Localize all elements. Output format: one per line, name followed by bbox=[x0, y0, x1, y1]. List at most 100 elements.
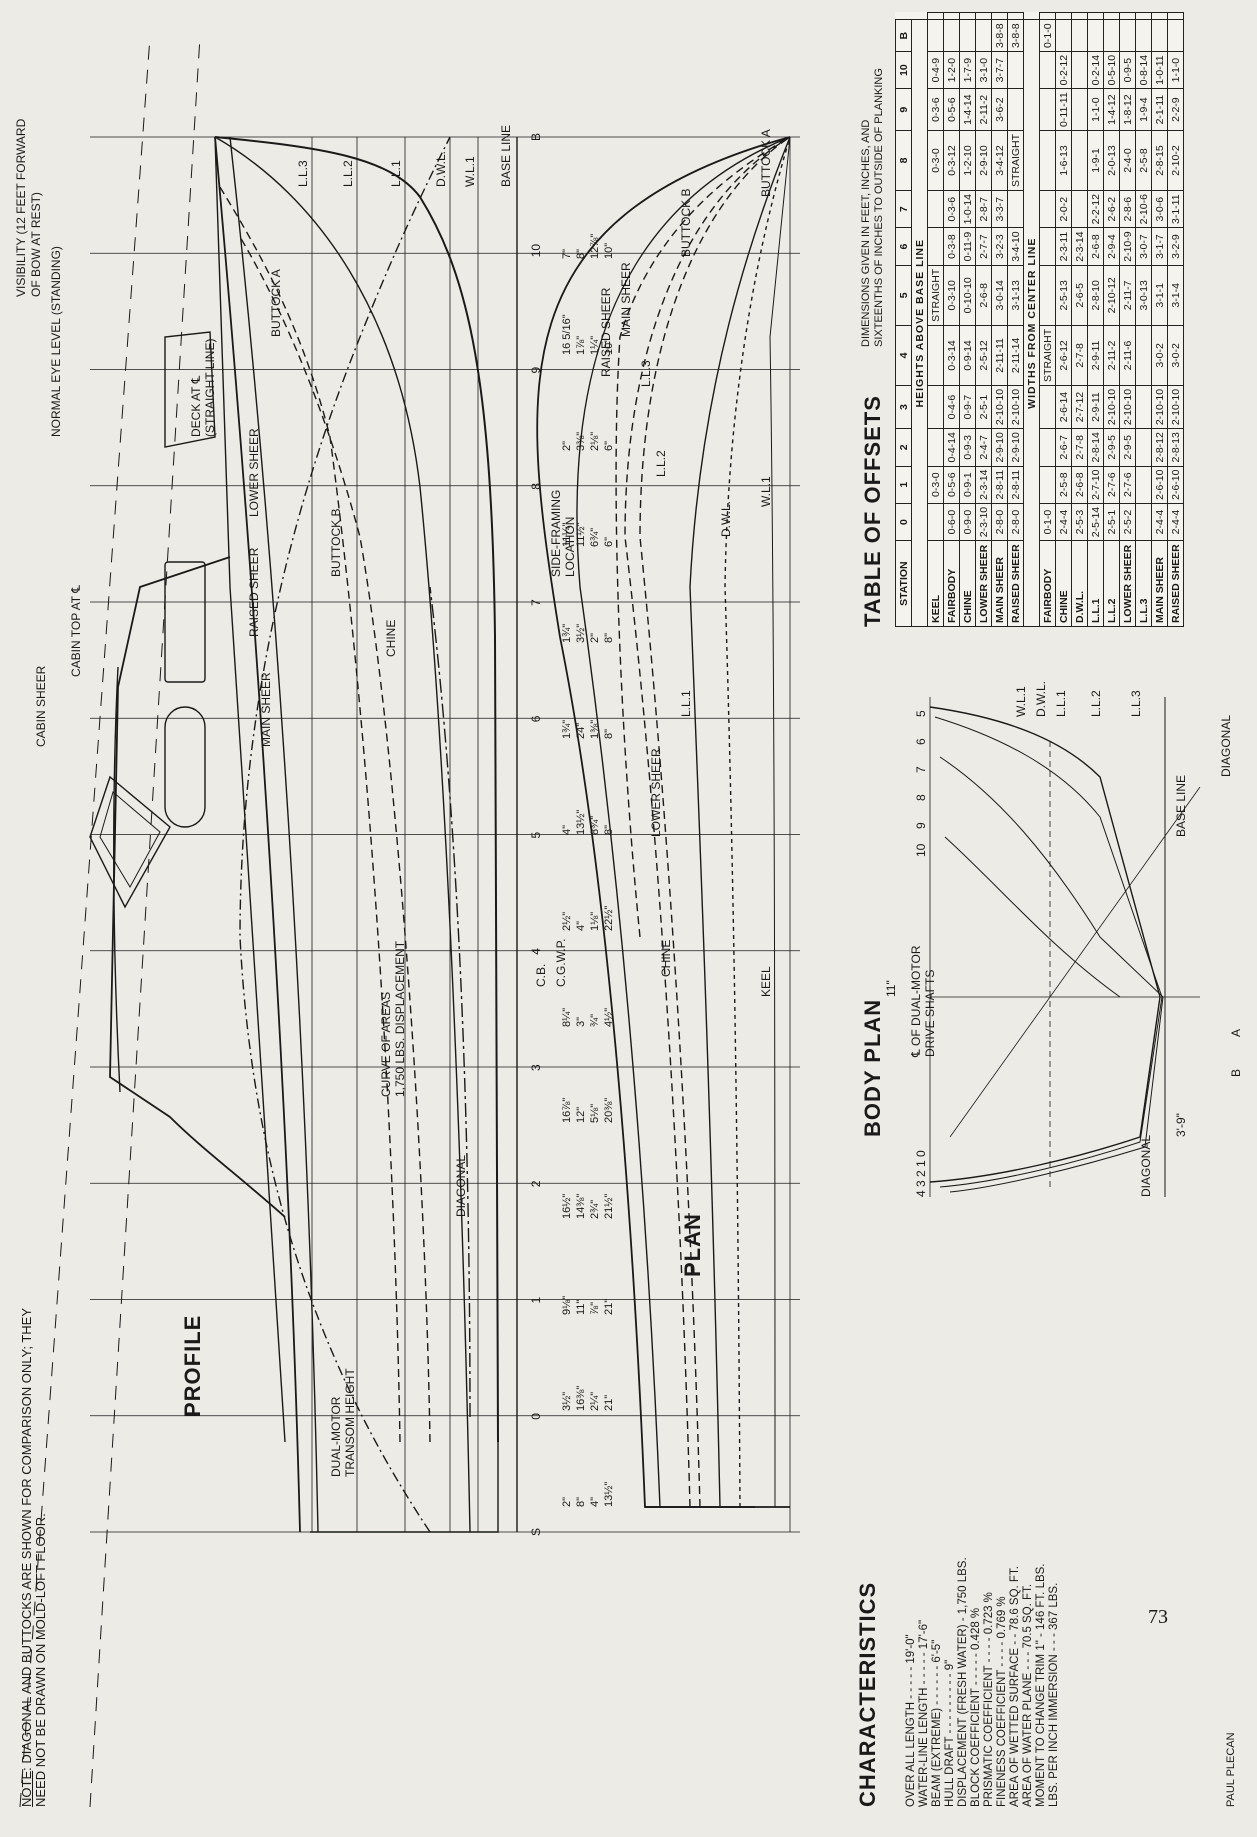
plan-ll2 bbox=[624, 136, 791, 1508]
offsets-cell: 0-9-1 bbox=[959, 466, 976, 504]
offsets-group-row: WIDTHS FROM CENTER LINE bbox=[1023, 13, 1040, 627]
offsets-cell: 0-11-9 bbox=[959, 227, 976, 266]
title-profile: PROFILE bbox=[180, 1314, 205, 1417]
offsets-cell: 2-5-8 bbox=[1135, 130, 1152, 191]
offsets-row-name: MAIN SHEER bbox=[991, 540, 1008, 627]
body-label-dwl: D.W.L. bbox=[1034, 681, 1048, 717]
offsets-cell: 2-6-5 bbox=[1071, 265, 1088, 326]
dimension-label: 11¼" bbox=[561, 522, 573, 547]
offsets-cell: 2 bbox=[895, 428, 912, 467]
plan-label-lower-sheer: LOWER SHEER bbox=[649, 748, 663, 837]
offsets-cell: 0-2-14 bbox=[1087, 51, 1104, 89]
offsets-cell: 0-2-12 bbox=[1055, 51, 1072, 89]
offsets-cell: 3-2-3 bbox=[991, 227, 1008, 266]
body-station-fwd: 8 bbox=[914, 794, 928, 801]
profile-lower-sheer bbox=[229, 136, 319, 1533]
offsets-cell: 1-4-14 bbox=[959, 88, 976, 131]
offsets-cell bbox=[959, 12, 976, 20]
offsets-cell bbox=[1135, 503, 1152, 541]
offsets-cell: 2-6-8 bbox=[1087, 227, 1104, 266]
body-plan-view bbox=[929, 697, 1201, 1197]
label-cabin-sheer: CABIN SHEER bbox=[34, 665, 48, 747]
label-side-framing-1: SIDE-FRAMING bbox=[549, 490, 563, 577]
offsets-cell: 2-4-7 bbox=[975, 428, 992, 467]
dimension-label: 1⅞" bbox=[575, 336, 587, 355]
label-visibility-2: OF BOW AT REST) bbox=[29, 192, 43, 297]
offsets-row-name: FAIRBODY bbox=[1039, 540, 1056, 627]
plan-label-chine: CHINE bbox=[659, 940, 673, 977]
plan-keel bbox=[769, 136, 791, 1508]
dimension-label: 11" bbox=[575, 1300, 587, 1315]
plan-ll1 bbox=[639, 136, 791, 1508]
offsets-row-name: FAIRBODY bbox=[943, 540, 960, 627]
offsets-cell: 2-11-6 bbox=[1119, 325, 1136, 386]
offsets-cell: 2-7-6 bbox=[1119, 466, 1136, 504]
dimension-label: 8" bbox=[575, 1497, 587, 1507]
offsets-cell bbox=[1071, 51, 1088, 89]
offsets-cell: 0-3-6 bbox=[943, 190, 960, 228]
offsets-cell: 1-9-1 bbox=[1087, 130, 1104, 191]
station-number: 6 bbox=[529, 715, 543, 722]
plan-label-buttock-b: BUTTOCK B bbox=[679, 189, 693, 257]
offsets-cell: 2-11-2 bbox=[1103, 325, 1120, 386]
offsets-cell: 2-3-14 bbox=[975, 466, 992, 504]
plan-label-dwl: D.W.L. bbox=[719, 501, 733, 537]
dimension-label: 2" bbox=[561, 441, 573, 451]
profile-windshield-inner bbox=[99, 791, 161, 889]
offsets-cell bbox=[1135, 12, 1152, 20]
station-number: 8 bbox=[529, 483, 543, 490]
offsets-cell: 0-3-12 bbox=[943, 130, 960, 191]
offsets-cell: 1-1-0 bbox=[1167, 51, 1184, 89]
characteristic-row: PRISMATIC COEFFICIENT - - - - 0.723 % bbox=[983, 1592, 995, 1807]
offsets-cell bbox=[1039, 227, 1056, 266]
offsets-cell: 1-4-12 bbox=[1103, 88, 1120, 131]
label-wl1: W.L.1 bbox=[463, 156, 477, 187]
offsets-cell: 2-9-11 bbox=[1087, 385, 1104, 429]
offsets-cell bbox=[1103, 19, 1120, 52]
offsets-cell: 2-9-10 bbox=[975, 130, 992, 191]
body-station-fwd: 10 bbox=[914, 843, 928, 857]
label-base-line: BASE LINE bbox=[499, 125, 513, 187]
offsets-cell: 2-5-3 bbox=[1071, 503, 1088, 541]
note-label: NOTE bbox=[19, 1770, 34, 1807]
dimension-label: 16⅞" bbox=[561, 1098, 573, 1123]
offsets-cell: 3-2-9 bbox=[1167, 227, 1184, 266]
label-chine: CHINE bbox=[384, 620, 398, 657]
dimension-label: 12⅞" bbox=[589, 234, 601, 259]
dimension-label: 6" bbox=[603, 537, 615, 547]
offsets-cell: 2-5-1 bbox=[975, 385, 992, 429]
offsets-cell: 2-10-2 bbox=[1167, 130, 1184, 191]
offsets-cell bbox=[1087, 12, 1104, 20]
offsets-cell: 0-3-0 bbox=[927, 466, 944, 504]
offsets-row-name: CHINE bbox=[1055, 540, 1072, 627]
body-label-a: A bbox=[1229, 1029, 1243, 1037]
offsets-cell: STRAIGHT bbox=[1039, 325, 1056, 386]
drawing-note: NOTE: DIAGONAL AND BUTTOCKS ARE SHOWN FO… bbox=[19, 1287, 48, 1807]
dimension-label: 4" bbox=[561, 825, 573, 835]
offsets-cell bbox=[1087, 19, 1104, 52]
offsets-cell bbox=[927, 503, 944, 541]
dimension-label: 8¼" bbox=[561, 1008, 573, 1027]
offsets-cell: 2-8-6 bbox=[1119, 190, 1136, 228]
dimension-label: 21½" bbox=[603, 1194, 615, 1219]
offsets-cell: 2-6-10 bbox=[1151, 466, 1168, 504]
offsets-cell: 3-4-12 bbox=[991, 130, 1008, 191]
offsets-cell: 0-9-0 bbox=[959, 503, 976, 541]
offsets-cell bbox=[943, 19, 960, 52]
label-deck-1: DECK AT ℄ bbox=[189, 375, 203, 437]
offsets-row-name: LOWER SHEER bbox=[1119, 540, 1136, 627]
profile-windshield bbox=[89, 775, 171, 909]
offsets-subtitle-1: DIMENSIONS GIVEN IN FEET, INCHES, AND bbox=[860, 119, 872, 347]
label-diagonal: DIAGONAL bbox=[454, 1155, 468, 1217]
offsets-cell: 2-3-11 bbox=[1055, 227, 1072, 266]
dimension-label: 16⅜" bbox=[575, 1386, 587, 1411]
station-number: 0 bbox=[529, 1413, 543, 1420]
offsets-cell: 2-5-12 bbox=[975, 325, 992, 386]
station-number: 5 bbox=[529, 832, 543, 839]
offsets-cell: 0-9-7 bbox=[959, 385, 976, 429]
